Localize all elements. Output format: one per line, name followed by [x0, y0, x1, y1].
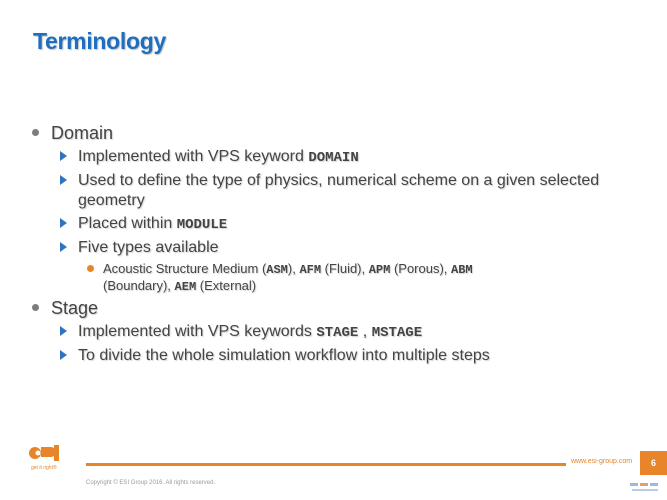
copyright-text: Copyright © ESI Group 2016. All rights r… — [86, 480, 216, 486]
triangle-bullet-icon — [60, 242, 67, 252]
keyword-mstage: MSTAGE — [371, 325, 423, 341]
sub-bullet-five-types: Five types available — [30, 238, 645, 258]
slide-title: Terminology — [33, 28, 167, 54]
sub-bullet-divide: To divide the whole simulation workflow … — [30, 346, 645, 366]
sub-bullet-placed: Placed within MODULE — [30, 214, 645, 235]
keyword-module: MODULE — [176, 217, 228, 233]
sub-bullet-keyword: Implemented with VPS keyword DOMAIN — [30, 147, 645, 168]
sub-sub-bullet-types: Acoustic Structure Medium (ASM), AFM (Fl… — [30, 261, 645, 295]
circle-bullet-icon — [87, 265, 94, 272]
triangle-bullet-icon — [60, 151, 67, 161]
bullet-text: Stage — [51, 298, 99, 318]
triangle-bullet-icon — [60, 326, 67, 336]
circle-bullet-icon — [32, 304, 39, 311]
esi-logo-icon — [29, 445, 59, 461]
keyword-domain: DOMAIN — [308, 150, 359, 166]
triangle-bullet-icon — [60, 218, 67, 228]
footer-url: www.esi-group.com — [571, 458, 633, 465]
bullet-text: Domain — [51, 123, 114, 143]
triangle-bullet-icon — [60, 175, 67, 185]
triangle-bullet-icon — [60, 350, 67, 360]
bullet-stage: Stage — [30, 297, 645, 319]
page-number: 6 — [640, 451, 667, 475]
logo-tagline: get it right® — [31, 465, 57, 471]
sub-bullet-define: Used to define the type of physics, nume… — [30, 171, 645, 211]
footer-divider — [86, 463, 566, 466]
bullet-domain: Domain — [30, 122, 645, 144]
watermark-icon — [630, 483, 658, 491]
keyword-stage: STAGE — [316, 325, 359, 341]
slide-body: Domain Implemented with VPS keyword DOMA… — [30, 121, 645, 366]
circle-bullet-icon — [32, 129, 39, 136]
sub-bullet-stage-keywords: Implemented with VPS keywords STAGE , MS… — [30, 322, 645, 343]
